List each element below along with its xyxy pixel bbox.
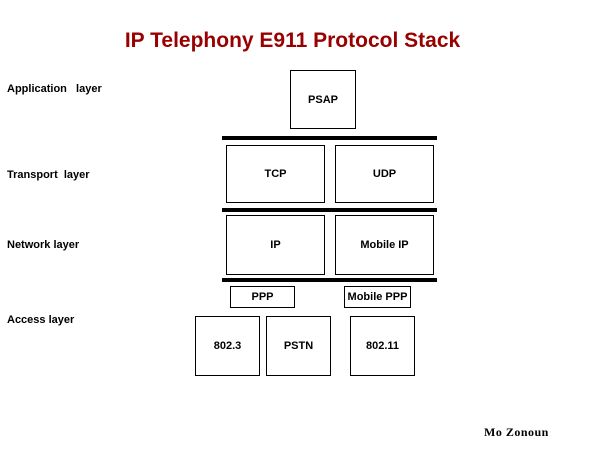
box-tcp: TCP — [226, 145, 325, 203]
author-signature: Mo Zonoun — [484, 425, 549, 439]
box-802-3: 802.3 — [195, 316, 260, 376]
box-pstn: PSTN — [266, 316, 331, 376]
layer-label-network: Network layer — [7, 239, 80, 251]
box-802-11: 802.11 — [350, 316, 415, 376]
box-ppp: PPP — [230, 286, 295, 308]
layer-label-transport: Transport layer — [7, 169, 90, 181]
box-udp: UDP — [335, 145, 434, 203]
box-mobile-ppp: Mobile PPP — [344, 286, 411, 308]
layer-divider-network-access — [222, 278, 437, 282]
slide-title: IP Telephony E911 Protocol Stack — [124, 29, 461, 52]
box-ip: IP — [226, 215, 325, 275]
box-psap: PSAP — [290, 70, 356, 129]
box-mobile-ip: Mobile IP — [335, 215, 434, 275]
layer-divider-application-transport — [222, 136, 437, 140]
layer-label-access: Access layer — [7, 314, 75, 326]
layer-divider-transport-network — [222, 208, 437, 212]
layer-label-application: Application layer — [7, 83, 102, 95]
